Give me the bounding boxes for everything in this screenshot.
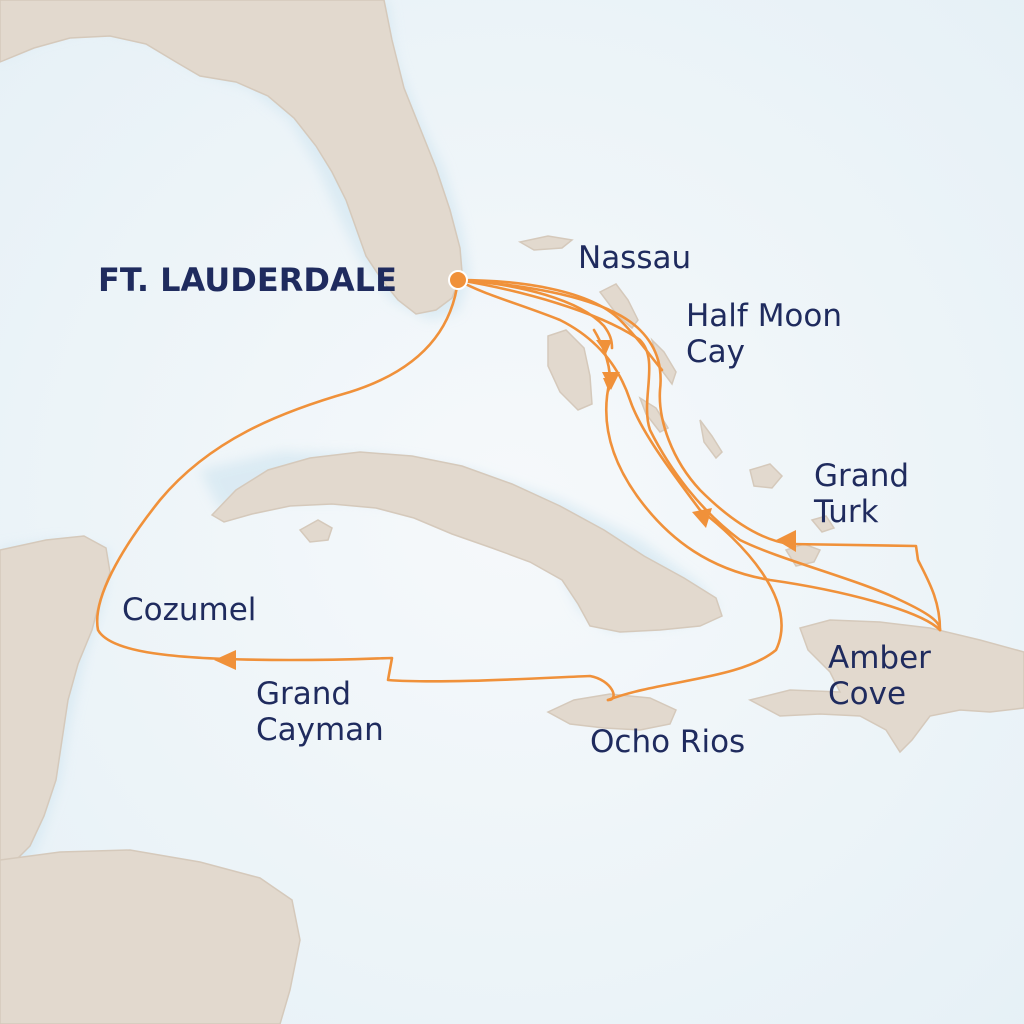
grand-bahama-island (517, 235, 574, 251)
route-arrows (214, 340, 796, 670)
arrow-bahamas-south (602, 372, 620, 390)
port-label-cozumel: Cozumel (122, 592, 257, 628)
yucatan-land (0, 535, 111, 871)
central-america-land (0, 849, 301, 1024)
origin-port-label: FT. LAUDERDALE (98, 261, 397, 299)
route-amber-cove (456, 278, 942, 632)
port-label-grand-turk-line2: Turk (814, 494, 879, 530)
inagua-island (749, 463, 784, 489)
route-half-moon (456, 278, 614, 350)
port-label-grand-turk: Grand Turk (814, 458, 909, 530)
port-label-amber-cove-line2: Cove (828, 676, 907, 712)
port-label-ocho-rios: Ocho Rios (590, 724, 746, 760)
route-ocho-rios-return (456, 278, 783, 702)
hispaniola-land (747, 619, 1024, 754)
andros-island (547, 329, 593, 411)
arrow-nassau-spur (596, 340, 612, 354)
port-label-amber-cove-line1: Amber (828, 640, 931, 676)
port-label-grand-turk-line1: Grand (814, 458, 910, 494)
port-label-grand-cayman: Grand Cayman (256, 676, 384, 748)
abaco-island (598, 283, 639, 330)
isla-juventud-land (298, 519, 333, 543)
route-grand-turk-east (788, 542, 942, 632)
arrow-grand-cayman (214, 650, 236, 670)
port-label-half-moon-cay-line1: Half Moon (686, 298, 843, 334)
caicos-island (810, 515, 836, 533)
origin-port-marker (448, 270, 468, 290)
port-label-amber-cove: Amber Cove (828, 640, 931, 712)
route-grand-turk (456, 278, 792, 546)
port-label-half-moon-cay: Half Moon Cay (686, 298, 842, 370)
cuba-land (210, 451, 723, 633)
route-western-loop (95, 278, 615, 702)
arrow-grand-turk (776, 530, 796, 552)
long-island (699, 419, 723, 460)
arrow-ocho-rios (692, 508, 712, 528)
port-label-grand-cayman-line2: Cayman (256, 712, 384, 748)
route-nassau-spur (456, 278, 664, 372)
jamaica-land (546, 693, 677, 731)
port-label-grand-cayman-line1: Grand (256, 676, 352, 712)
port-label-half-moon-cay-line2: Cay (686, 334, 745, 370)
port-label-nassau: Nassau (578, 240, 692, 276)
florida-land (0, 0, 463, 315)
